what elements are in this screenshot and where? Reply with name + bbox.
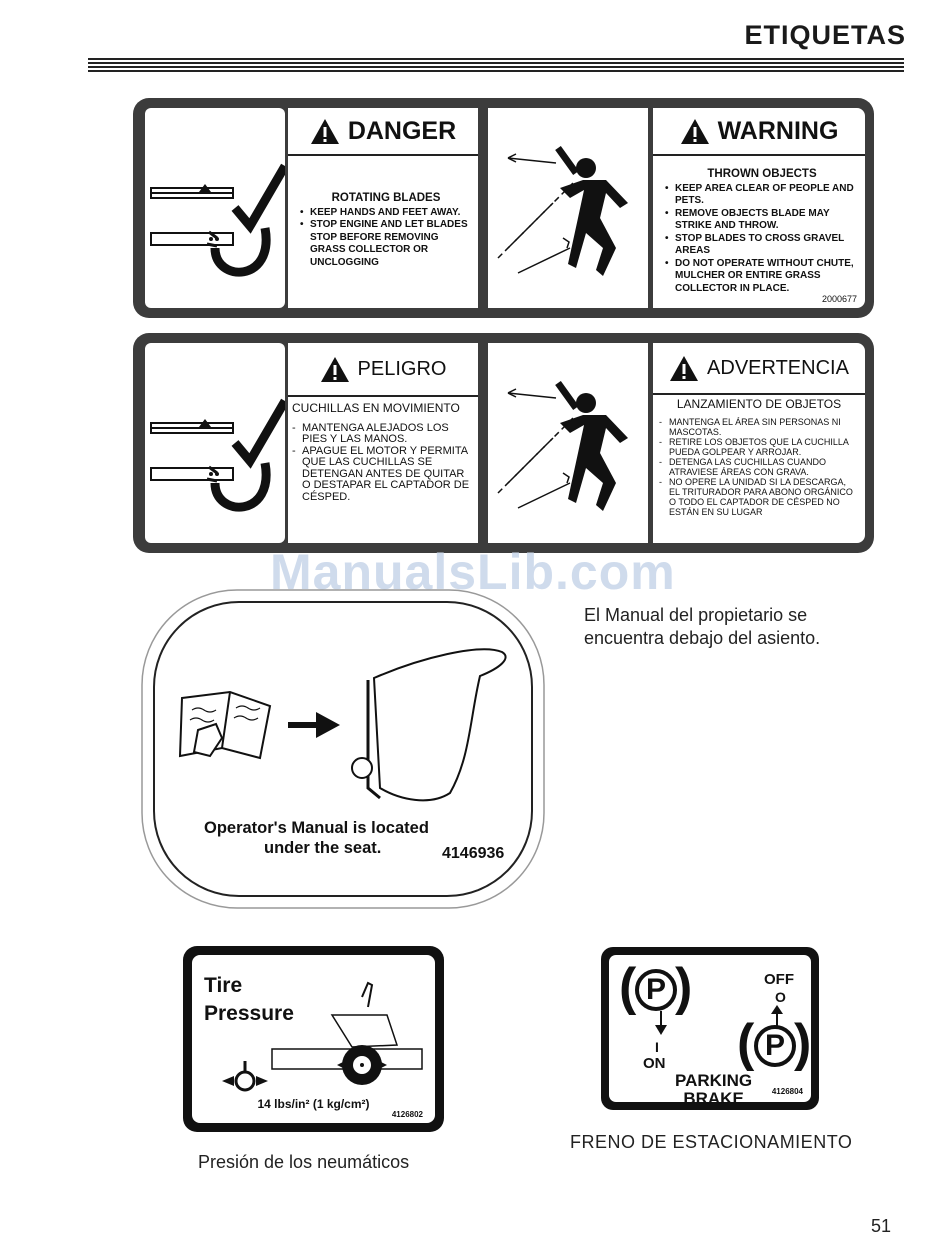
- brake-label-line: PARKING: [675, 1071, 753, 1090]
- page-number: 51: [870, 1216, 891, 1236]
- warning-header: WARNING: [653, 108, 865, 156]
- hand-blade-pictogram-icon: [150, 163, 289, 277]
- tire-title-line: Pressure: [204, 1002, 294, 1025]
- brake-off-symbol: O: [775, 989, 786, 1005]
- parking-brake-decal: ( P ) OFF O I ON ( P ) PARKING BRAKE 412…: [601, 947, 819, 1110]
- arrow-right-icon: [288, 712, 340, 738]
- advertencia-header: ADVERTENCIA: [653, 343, 865, 395]
- parking-brake-decal-face: ( P ) OFF O I ON ( P ) PARKING BRAKE 412…: [609, 955, 812, 1108]
- advertencia-heading: LANZAMIENTO DE OBJETOS: [676, 397, 842, 411]
- paren-right-icon: ): [794, 1014, 812, 1072]
- rotating-blades-pictogram-panel: [145, 343, 289, 543]
- parking-p-icon: P: [754, 1025, 796, 1067]
- warning-triangle-icon: [320, 356, 349, 382]
- advertencia-text: LANZAMIENTO DE OBJETOS MANTENGA EL ÁREA …: [659, 397, 859, 517]
- warning-heading: THROWN OBJECTS: [707, 168, 817, 180]
- warning-triangle-icon: [670, 355, 699, 381]
- advertencia-panel: ADVERTENCIA LANZAMIENTO DE OBJETOS MANTE…: [653, 343, 865, 543]
- peligro-item: MANTENGA ALEJADOS LOS PIES Y LAS MANOS.: [292, 422, 472, 446]
- brake-decal-part-number: 4126804: [771, 1087, 803, 1096]
- parking-p-icon: P: [635, 969, 677, 1011]
- paren-left-icon: (: [737, 1014, 755, 1072]
- manual-caption-line: Operator's Manual is located: [204, 819, 429, 837]
- rotating-blades-pictogram-panel: [145, 108, 289, 308]
- parking-brake-caption: FRENO DE ESTACIONAMIENTO: [570, 1132, 853, 1152]
- brake-on-label: ON: [643, 1055, 666, 1072]
- peligro-panel: PELIGRO CUCHILLAS EN MOVIMIENTO MANTENGA…: [288, 343, 478, 543]
- warning-item: STOP BLADES TO CROSS GRAVEL AREAS: [665, 233, 859, 258]
- arrow-up-icon: [771, 1005, 783, 1026]
- manual-caption-line: under the seat.: [264, 839, 382, 857]
- tire-decal-part-number: 4126802: [391, 1110, 423, 1119]
- danger-item: STOP ENGINE AND LET BLADES STOP BEFORE R…: [300, 219, 472, 269]
- peligro-text: CUCHILLAS EN MOVIMIENTO MANTENGA ALEJADO…: [292, 401, 472, 504]
- thrown-objects-pictogram-icon: [497, 145, 628, 276]
- peligro-item: APAGUE EL MOTOR Y PERMITA QUE LAS CUCHIL…: [292, 445, 472, 504]
- parking-brake-label: PARKING BRAKE: [675, 1072, 752, 1108]
- seat-icon: [351, 648, 507, 802]
- advertencia-item: DETENGA LAS CUCHILLAS CUANDO ATRAVIESE Á…: [659, 457, 859, 477]
- safety-decal-english: DANGER ROTATING BLADES KEEP HANDS AND FE…: [133, 98, 874, 318]
- peligro-label: PELIGRO: [357, 357, 447, 380]
- tire-pressure-caption: Presión de los neumáticos: [198, 1152, 410, 1172]
- brake-on-symbol: I: [655, 1039, 659, 1055]
- advertencia-item: NO OPERE LA UNIDAD SI LA DESCARGA, EL TR…: [659, 477, 859, 517]
- warning-panel: WARNING THROWN OBJECTS KEEP AREA CLEAR O…: [653, 108, 865, 308]
- danger-text: ROTATING BLADES KEEP HANDS AND FEET AWAY…: [300, 192, 472, 269]
- tire-title-line: Tire: [204, 974, 243, 997]
- danger-header: DANGER: [288, 108, 478, 156]
- open-book-hand-icon: [178, 690, 272, 760]
- operators-manual-decal: [141, 589, 545, 909]
- danger-panel: DANGER ROTATING BLADES KEEP HANDS AND FE…: [288, 108, 478, 308]
- tire-pressure-decal: Tire Pressure 14 lbs/in² (1 kg/cm²) 4126…: [183, 946, 444, 1132]
- tire-pressure-title: Tire Pressure: [204, 972, 294, 1028]
- peligro-header: PELIGRO: [288, 343, 478, 397]
- tire-pressure-value: 14 lbs/in² (1 kg/cm²): [257, 1097, 370, 1111]
- manual-location-note: El Manual del propietario se encuentra d…: [584, 605, 821, 648]
- paren-left-icon: (: [619, 958, 637, 1016]
- tire-pressure-decal-face: Tire Pressure 14 lbs/in² (1 kg/cm²) 4126…: [192, 955, 435, 1123]
- manual-decal-part-number: 4146936: [442, 845, 505, 862]
- warning-item: DO NOT OPERATE WITHOUT CHUTE, MULCHER OR…: [665, 258, 859, 296]
- thrown-objects-pictogram-icon: [497, 380, 628, 511]
- brake-off-label: OFF: [764, 971, 794, 988]
- thrown-objects-pictogram-panel: [488, 343, 648, 543]
- warning-triangle-icon: [680, 118, 709, 144]
- page-title: ETIQUETAS: [744, 20, 906, 50]
- decal-part-number: 2000677: [821, 294, 857, 304]
- advertencia-item: RETIRE LOS OBJETOS QUE LA CUCHILLA PUEDA…: [659, 437, 859, 457]
- warning-text: THROWN OBJECTS KEEP AREA CLEAR OF PEOPLE…: [665, 168, 859, 295]
- warning-item: REMOVE OBJECTS BLADE MAY STRIKE AND THRO…: [665, 208, 859, 233]
- danger-label: DANGER: [347, 116, 457, 145]
- warning-item: KEEP AREA CLEAR OF PEOPLE AND PETS.: [665, 183, 859, 208]
- danger-heading: ROTATING BLADES: [331, 192, 441, 204]
- peligro-heading: CUCHILLAS EN MOVIMIENTO: [292, 401, 460, 415]
- advertencia-item: MANTENGA EL ÁREA SIN PERSONAS NI MASCOTA…: [659, 417, 859, 437]
- danger-item: KEEP HANDS AND FEET AWAY.: [300, 207, 472, 220]
- header-rule: [88, 58, 904, 76]
- manual-decal-caption: Operator's Manual is located under the s…: [204, 818, 429, 858]
- warning-triangle-icon: [310, 118, 339, 144]
- advertencia-label: ADVERTENCIA: [707, 356, 849, 379]
- paren-right-icon: ): [675, 958, 693, 1016]
- mower-tire-icon: [222, 981, 423, 1092]
- arrow-down-icon: [655, 1011, 667, 1035]
- safety-decal-spanish: PELIGRO CUCHILLAS EN MOVIMIENTO MANTENGA…: [133, 333, 874, 553]
- thrown-objects-pictogram-panel: [488, 108, 648, 308]
- brake-label-line: BRAKE: [683, 1089, 744, 1108]
- warning-label: WARNING: [717, 116, 839, 145]
- hand-blade-pictogram-icon: [150, 398, 289, 512]
